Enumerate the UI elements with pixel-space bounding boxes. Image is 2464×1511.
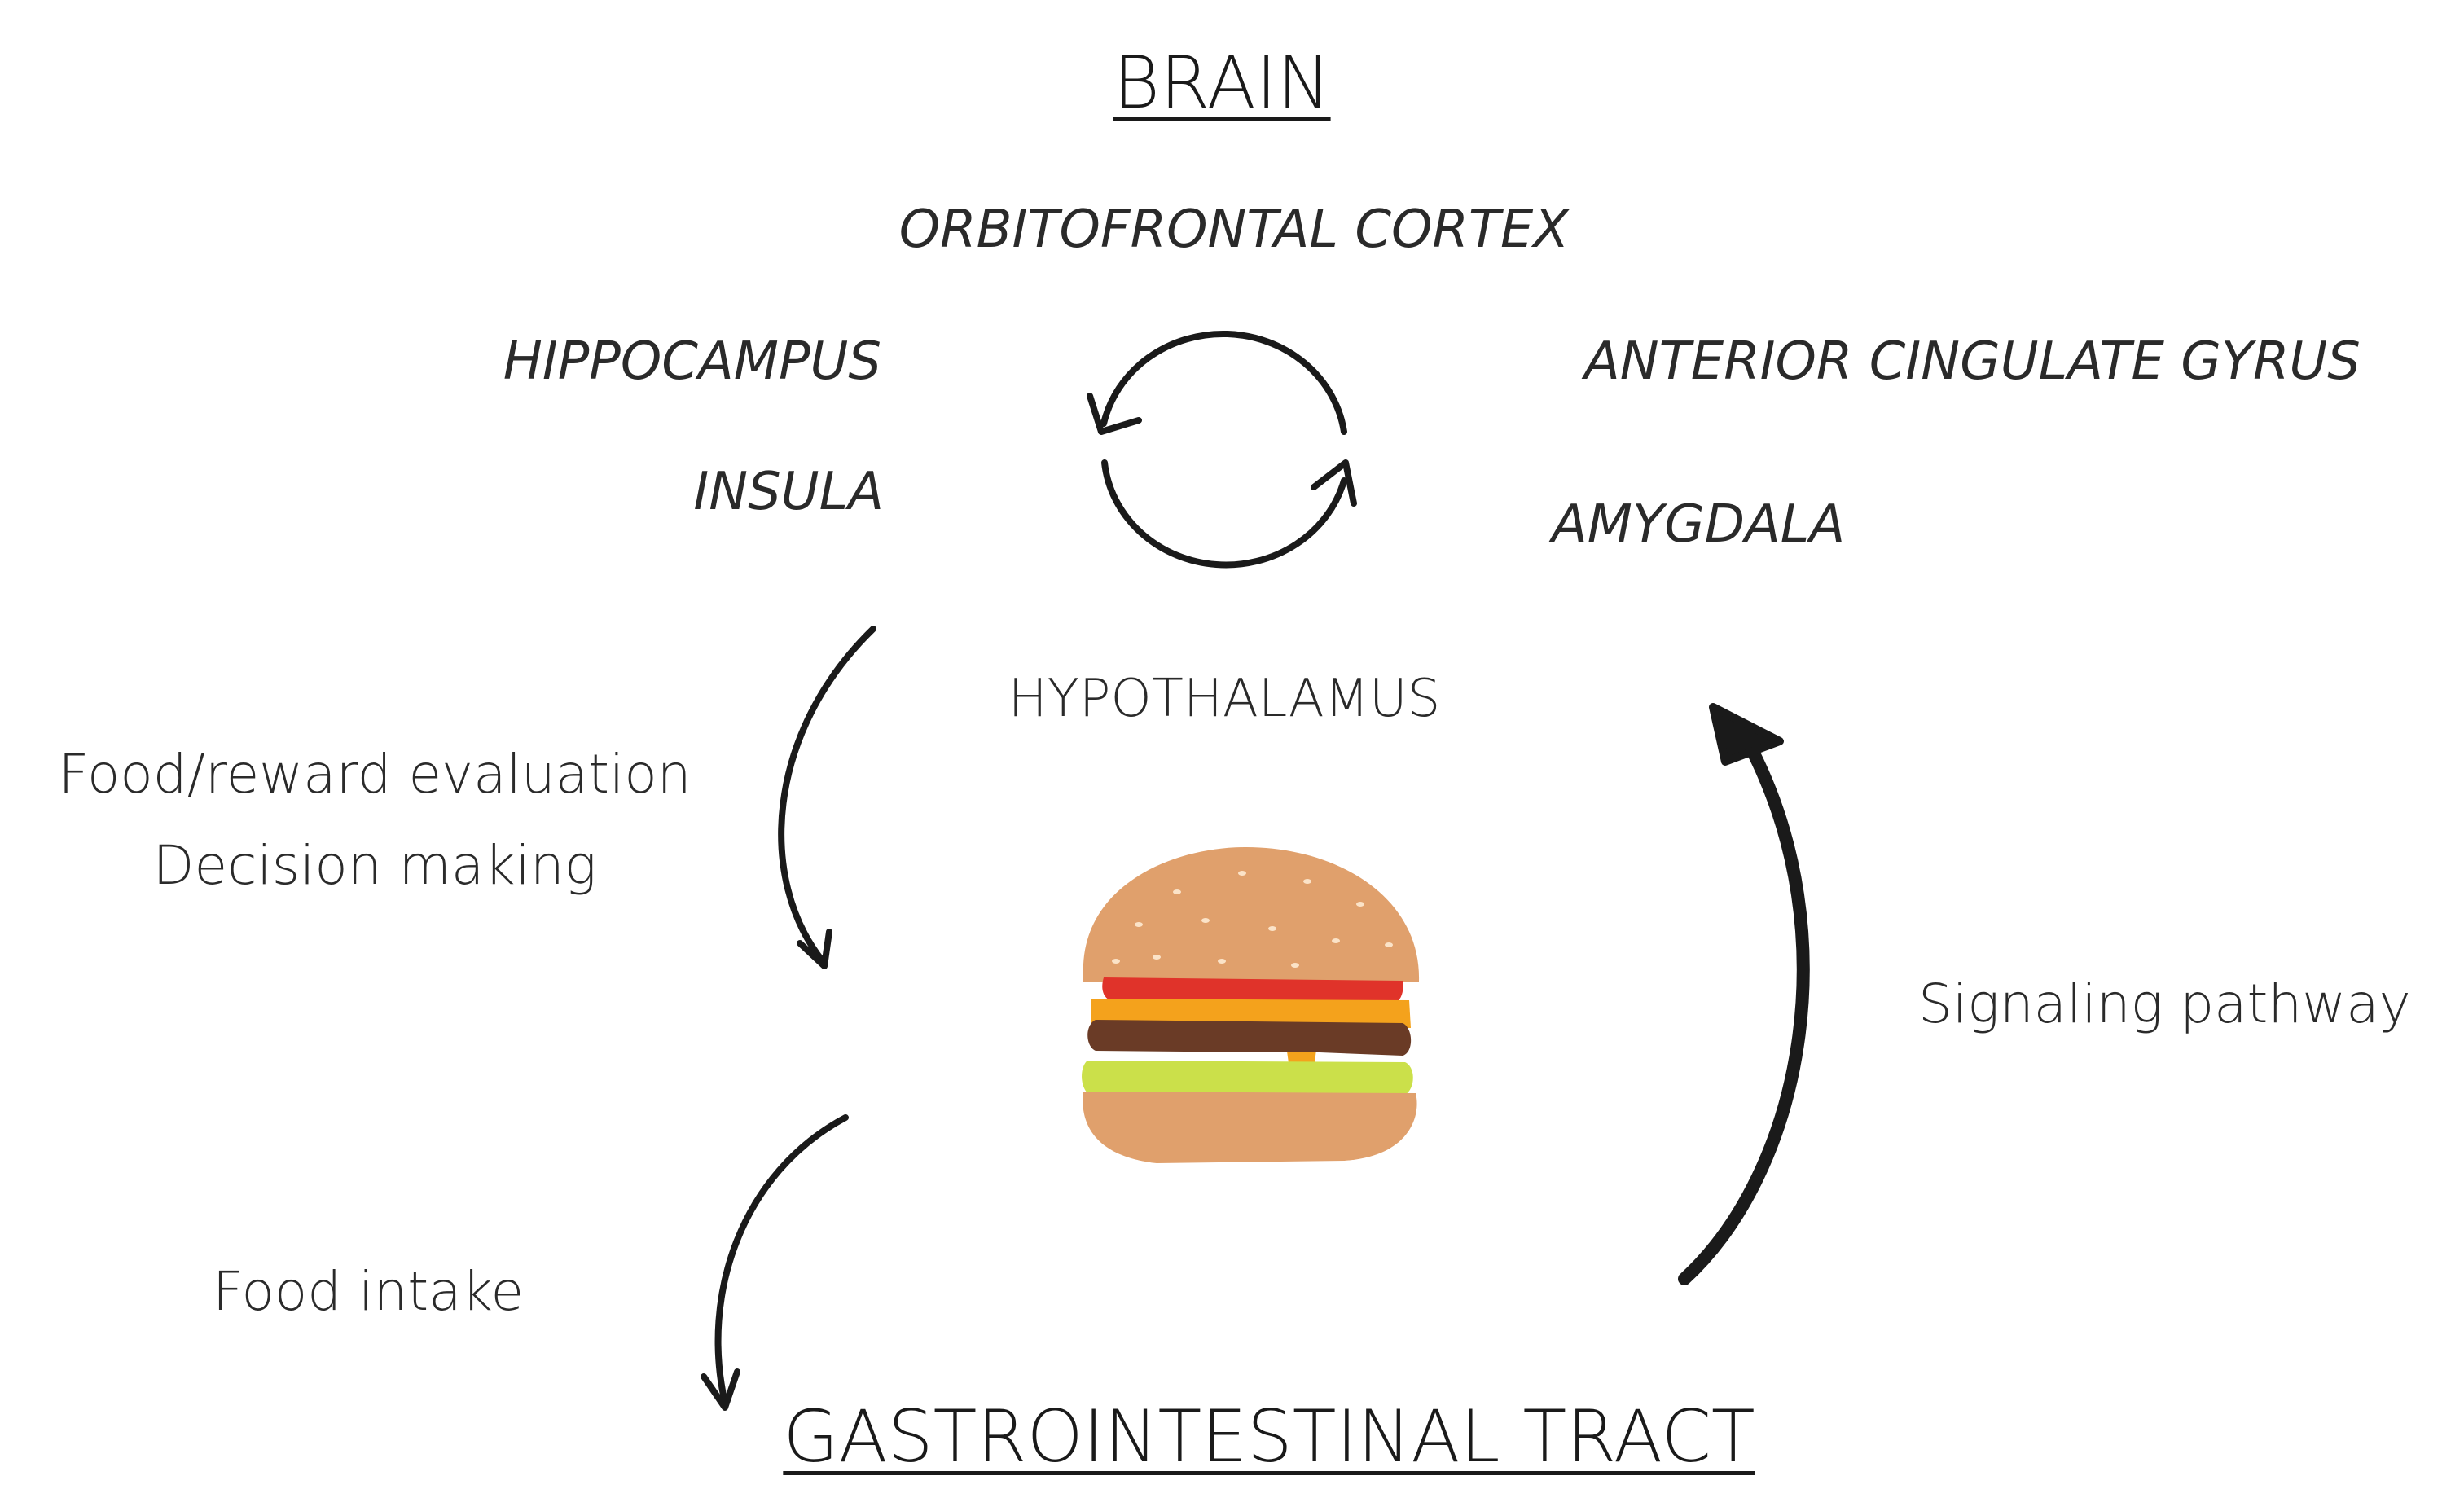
signaling-pathway-arrow: [1678, 703, 1810, 1285]
evaluation-arrow: [778, 626, 876, 969]
region-anterior-cingulate-gyrus: ANTERIOR CINGULATE GYRUS: [1584, 332, 2361, 392]
label-food-intake: Food intake: [212, 1260, 525, 1323]
cycle-arrows-icon: [1087, 330, 1357, 569]
gastrointestinal-tract-title: GASTROINTESTINAL TRACT: [783, 1395, 1755, 1478]
region-hippocampus: HIPPOCAMPUS: [503, 332, 881, 392]
burger-icon: [1082, 847, 1420, 1163]
brain-title: BRAIN: [1113, 41, 1331, 125]
region-hypothalamus: HYPOTHALAMUS: [1008, 669, 1441, 729]
label-signaling-pathway: Signaling pathway: [1918, 973, 2411, 1035]
region-orbitofrontal-cortex: ORBITOFRONTAL CORTEX: [898, 200, 1570, 260]
food-intake-arrow: [701, 1114, 849, 1411]
label-decision-making: Decision making: [152, 834, 597, 897]
region-amygdala: AMYGDALA: [1552, 494, 1846, 555]
region-insula: INSULA: [693, 462, 884, 522]
label-food-reward-evaluation: Food/reward evaluation: [58, 743, 692, 806]
